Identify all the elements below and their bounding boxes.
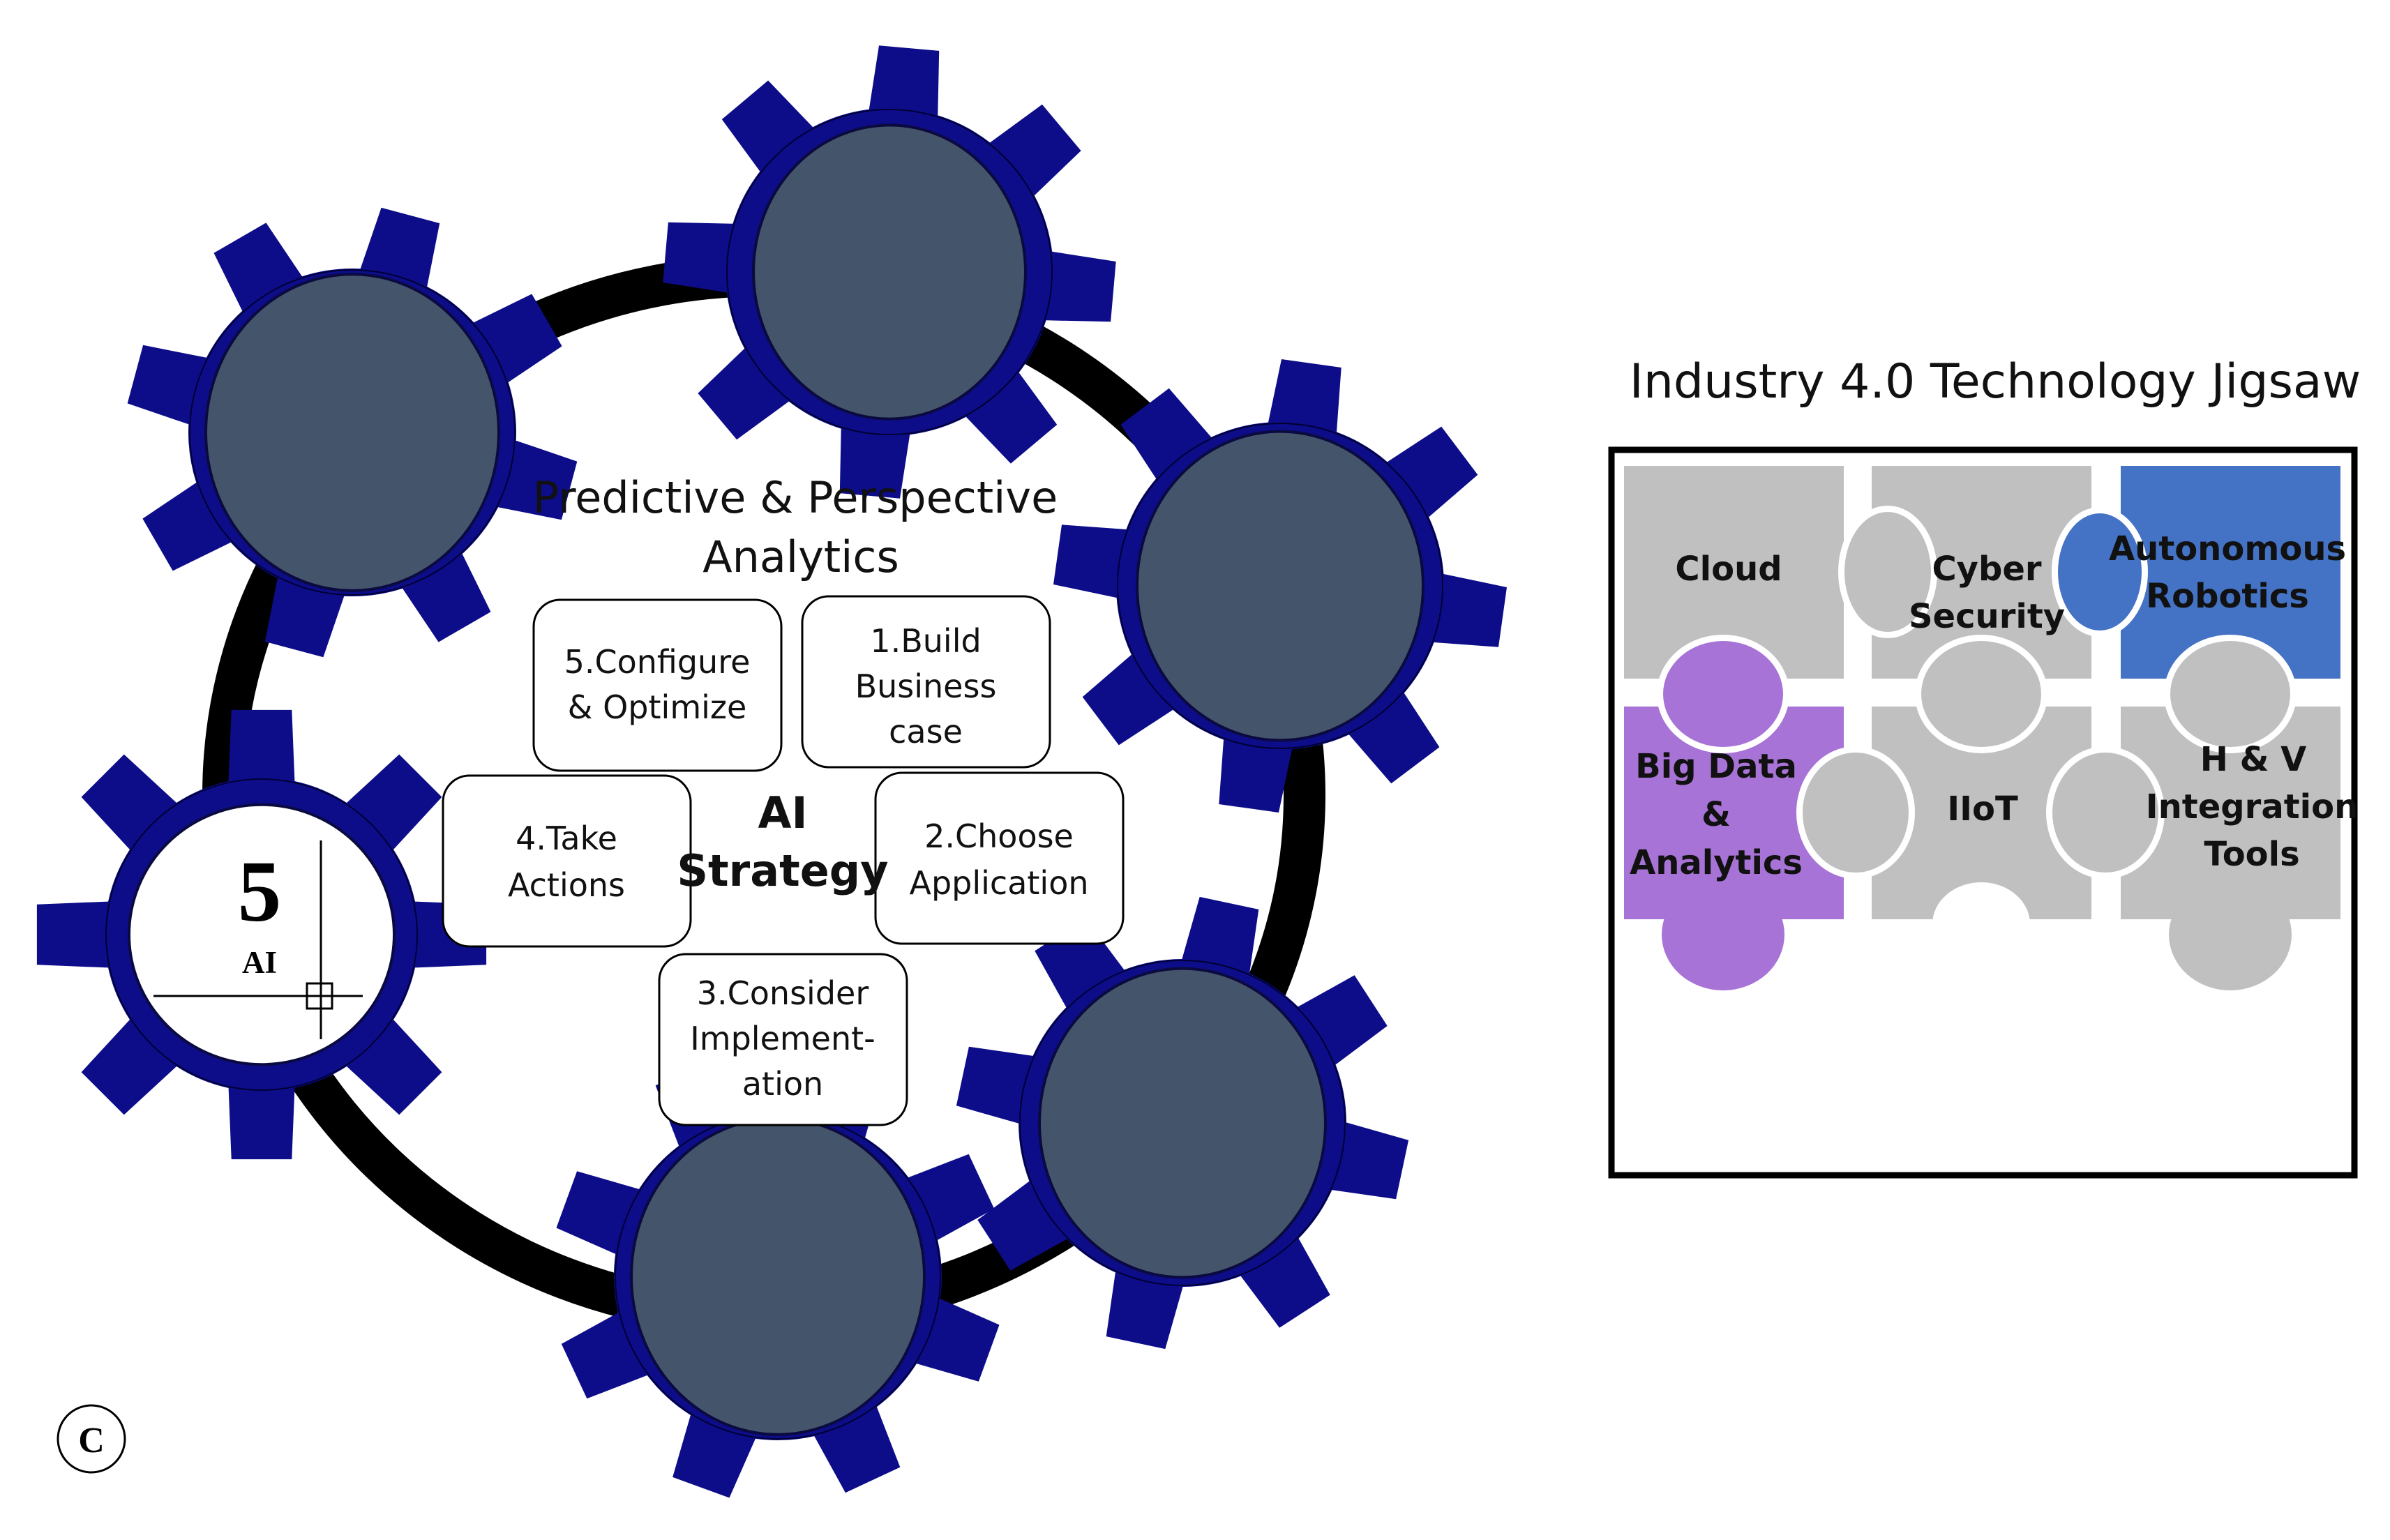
step-label-configure-1: 5.Configure — [564, 643, 751, 681]
jigsaw-label-hv-1: H & V — [2200, 740, 2307, 779]
step-label-choose-1: 2.Choose — [924, 817, 1074, 855]
step-box-consider — [658, 953, 908, 1126]
panel-letter-circle — [57, 1404, 126, 1474]
step-label-configure-2: & Optimize — [568, 688, 747, 726]
jigsaw-tab-iiot-left-fill — [1803, 753, 1909, 873]
badge-number: 5 — [238, 844, 282, 940]
strategy-steps: 1.Build Business case 2.Choose Applicati… — [442, 595, 1125, 1126]
gear-ai-hub — [128, 803, 396, 1066]
step-label-build-1: 1.Build — [870, 622, 981, 660]
step-label-build-2: Business — [855, 667, 997, 705]
gear-bottom-hub — [630, 1117, 926, 1436]
step-label-take-2: Actions — [508, 866, 625, 904]
step-label-consider-3: ation — [742, 1065, 823, 1103]
jigsaw-tab-autonomous-fill — [2058, 513, 2142, 631]
badge-label: AI — [242, 945, 277, 980]
gear-right-hub — [1136, 430, 1425, 742]
jigsaw-label-cloud: Cloud — [1675, 550, 1782, 589]
panel-letter-text: C — [78, 1421, 105, 1460]
jigsaw-tab-iiot-right-fill — [2052, 753, 2158, 873]
jigsaw-tab-bigdata-top-fill — [1663, 641, 1783, 747]
step-box-build — [801, 595, 1051, 769]
analytics-heading-line-2: Analytics — [702, 531, 899, 582]
panel-letter: C — [57, 1404, 126, 1474]
step-box-configure — [532, 598, 783, 772]
step-box-choose — [874, 771, 1125, 945]
jigsaw-label-bigdata-2: & — [1701, 795, 1731, 834]
jigsaw-label-iiot: IIoT — [1947, 790, 2018, 829]
ai-badge: 5 AI — [153, 840, 363, 1039]
jigsaw-label-bigdata-1: Big Data — [1635, 747, 1797, 786]
jigsaw-tab-hv-top-fill — [2170, 641, 2290, 747]
jigsaw-blank-iiot-bottom — [1932, 882, 2030, 966]
jigsaw-tab-hv-bottom — [2169, 879, 2292, 990]
jigsaw-label-autonomous-1: Autonomous — [2109, 529, 2346, 568]
analytics-heading-line-1: Predictive & Perspective — [533, 472, 1058, 523]
ai-strategy-line-2: Strategy — [677, 845, 888, 896]
jigsaw-tab-bigdata-bottom — [1662, 879, 1784, 990]
step-label-choose-2: Application — [909, 864, 1088, 902]
jigsaw-tab-cloud-fill — [1844, 512, 1931, 632]
step-label-build-3: case — [889, 713, 963, 750]
jigsaw-label-cyber-1: Cyber — [1932, 550, 2041, 589]
step-label-take-1: 4.Take — [516, 820, 617, 857]
gear-lower-right-hub — [1038, 967, 1327, 1279]
jigsaw-label-cyber-2: Security — [1909, 597, 2065, 636]
gear-top-hub — [752, 123, 1027, 421]
step-label-consider-1: 3.Consider — [697, 974, 869, 1012]
badge-target-box — [306, 982, 333, 1010]
jigsaw-label-hv-3: Tools — [2204, 835, 2299, 874]
step-box-take — [442, 774, 692, 948]
jigsaw-label-hv-2: Integration — [2146, 787, 2359, 826]
jigsaw-title: Industry 4.0 Technology Jigsaw — [1630, 354, 2361, 409]
gear-group — [36, 45, 1507, 1498]
ai-strategy-label: AI Strategy — [677, 787, 888, 896]
jigsaw-panel: Industry 4.0 Technology Jigsaw — [1608, 354, 2361, 1179]
jigsaw-label-autonomous-2: Robotics — [2146, 577, 2309, 616]
jigsaw-tab-cyber-bottom-fill — [1921, 641, 2041, 747]
jigsaw-label-bigdata-3: Analytics — [1630, 843, 1803, 882]
gear-upper-left-hub — [204, 273, 500, 592]
ai-strategy-line-1: AI — [758, 787, 807, 838]
analytics-heading: Predictive & Perspective Analytics — [533, 472, 1058, 582]
step-label-consider-2: Implement- — [690, 1020, 875, 1057]
